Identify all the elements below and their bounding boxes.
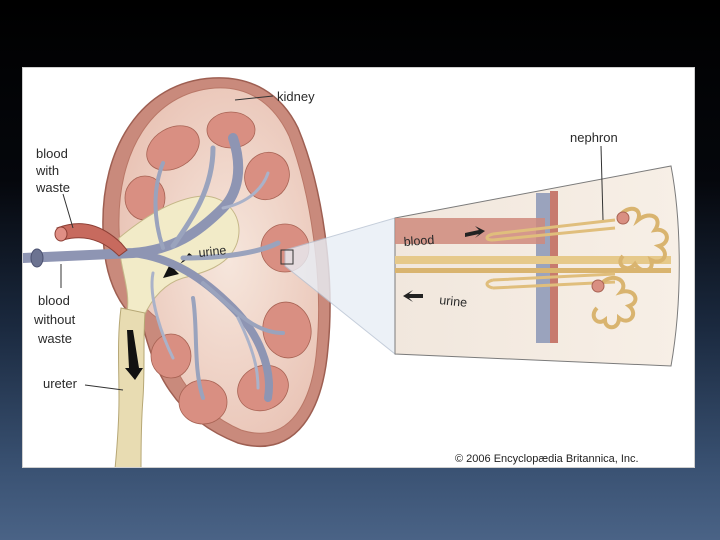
label-urine-kidney: urine xyxy=(198,243,227,260)
label-blood-with-waste-line3: waste xyxy=(35,180,70,195)
label-blood-with-waste-line1: blood xyxy=(36,146,68,161)
label-urine-inset: urine xyxy=(439,293,468,310)
blood-with-waste-leader-line xyxy=(63,194,73,228)
renal-vein-opening xyxy=(31,249,43,267)
ureter-leader-line xyxy=(85,385,123,390)
label-blood-with-waste-line2: with xyxy=(35,163,59,178)
label-blood-without-waste-line2: without xyxy=(33,312,76,327)
kidney-diagram-figure: kidney blood with waste blood without wa… xyxy=(22,67,695,468)
label-kidney: kidney xyxy=(277,89,315,104)
copyright-notice: © 2006 Encyclopædia Britannica, Inc. xyxy=(455,453,639,465)
label-blood-without-waste-line3: waste xyxy=(37,331,72,346)
label-nephron: nephron xyxy=(570,130,618,145)
label-ureter: ureter xyxy=(43,376,78,391)
label-blood-inset: blood xyxy=(403,233,435,249)
kidney-diagram-svg: kidney blood with waste blood without wa… xyxy=(23,68,695,468)
nephron-inset xyxy=(395,166,679,366)
label-blood-without-waste-line1: blood xyxy=(38,293,70,308)
